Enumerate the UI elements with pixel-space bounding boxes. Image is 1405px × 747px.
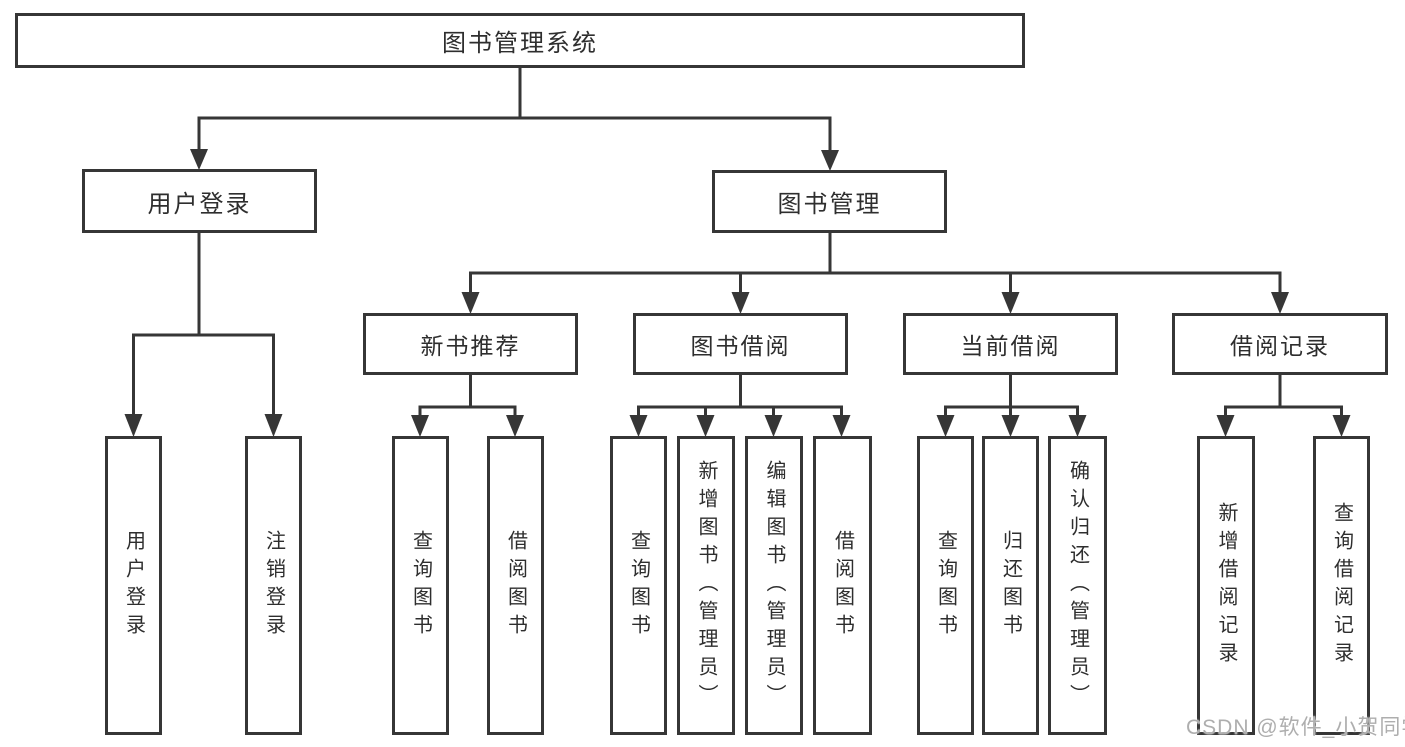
node-label: 新书推荐 [420,333,521,359]
node-book-borrow: 图书借阅 [633,313,848,375]
node-user-login: 用户登录 [82,169,317,233]
node-borrow-records: 借阅记录 [1172,313,1388,375]
leaf-confirm-return-admin: 确认归还（管理员） [1048,436,1107,735]
node-label: 用户登录 [122,529,145,642]
leaf-edit-books-admin: 编辑图书（管理员） [745,436,803,735]
node-label: 图书管理系统 [442,30,598,57]
node-library-system: 图书管理系统 [15,13,1025,68]
node-label: 借阅图书 [504,529,527,642]
node-new-book-recommend: 新书推荐 [363,313,578,375]
leaf-user-login: 用户登录 [105,436,162,735]
node-label: 查询图书 [934,529,957,642]
node-current-borrow: 当前借阅 [903,313,1118,375]
node-label: 借阅图书 [831,529,854,642]
node-label: 归还图书 [999,529,1022,642]
node-book-management: 图书管理 [712,170,947,233]
node-label: 用户登录 [147,190,252,218]
node-label: 借阅记录 [1230,333,1330,359]
node-label: 查询图书 [627,529,650,642]
node-label: 编辑图书（管理员） [763,459,785,712]
node-label: 确认归还（管理员） [1066,459,1089,712]
leaf-add-books-admin: 新增图书（管理员） [677,436,735,735]
node-label: 新增图书（管理员） [695,459,717,712]
leaf-query-books-1: 查询图书 [392,436,449,735]
leaf-add-borrow-record: 新增借阅记录 [1197,436,1255,735]
leaf-query-borrow-record: 查询借阅记录 [1313,436,1370,735]
leaf-return-books: 归还图书 [982,436,1039,735]
node-label: 查询借阅记录 [1330,501,1353,670]
leaf-query-books-3: 查询图书 [917,436,974,735]
node-label: 图书借阅 [690,333,791,359]
node-label: 注销登录 [262,529,285,642]
leaf-query-books-2: 查询图书 [610,436,667,735]
leaf-logout: 注销登录 [245,436,302,735]
node-label: 新增借阅记录 [1215,501,1237,670]
leaf-borrow-books-2: 借阅图书 [813,436,872,735]
node-label: 查询图书 [409,529,432,642]
node-label: 当前借阅 [960,333,1061,359]
leaf-borrow-books-1: 借阅图书 [487,436,544,735]
node-label: 图书管理 [777,191,882,218]
csdn-watermark: CSDN @软件_小贺同学 [1186,716,1405,739]
